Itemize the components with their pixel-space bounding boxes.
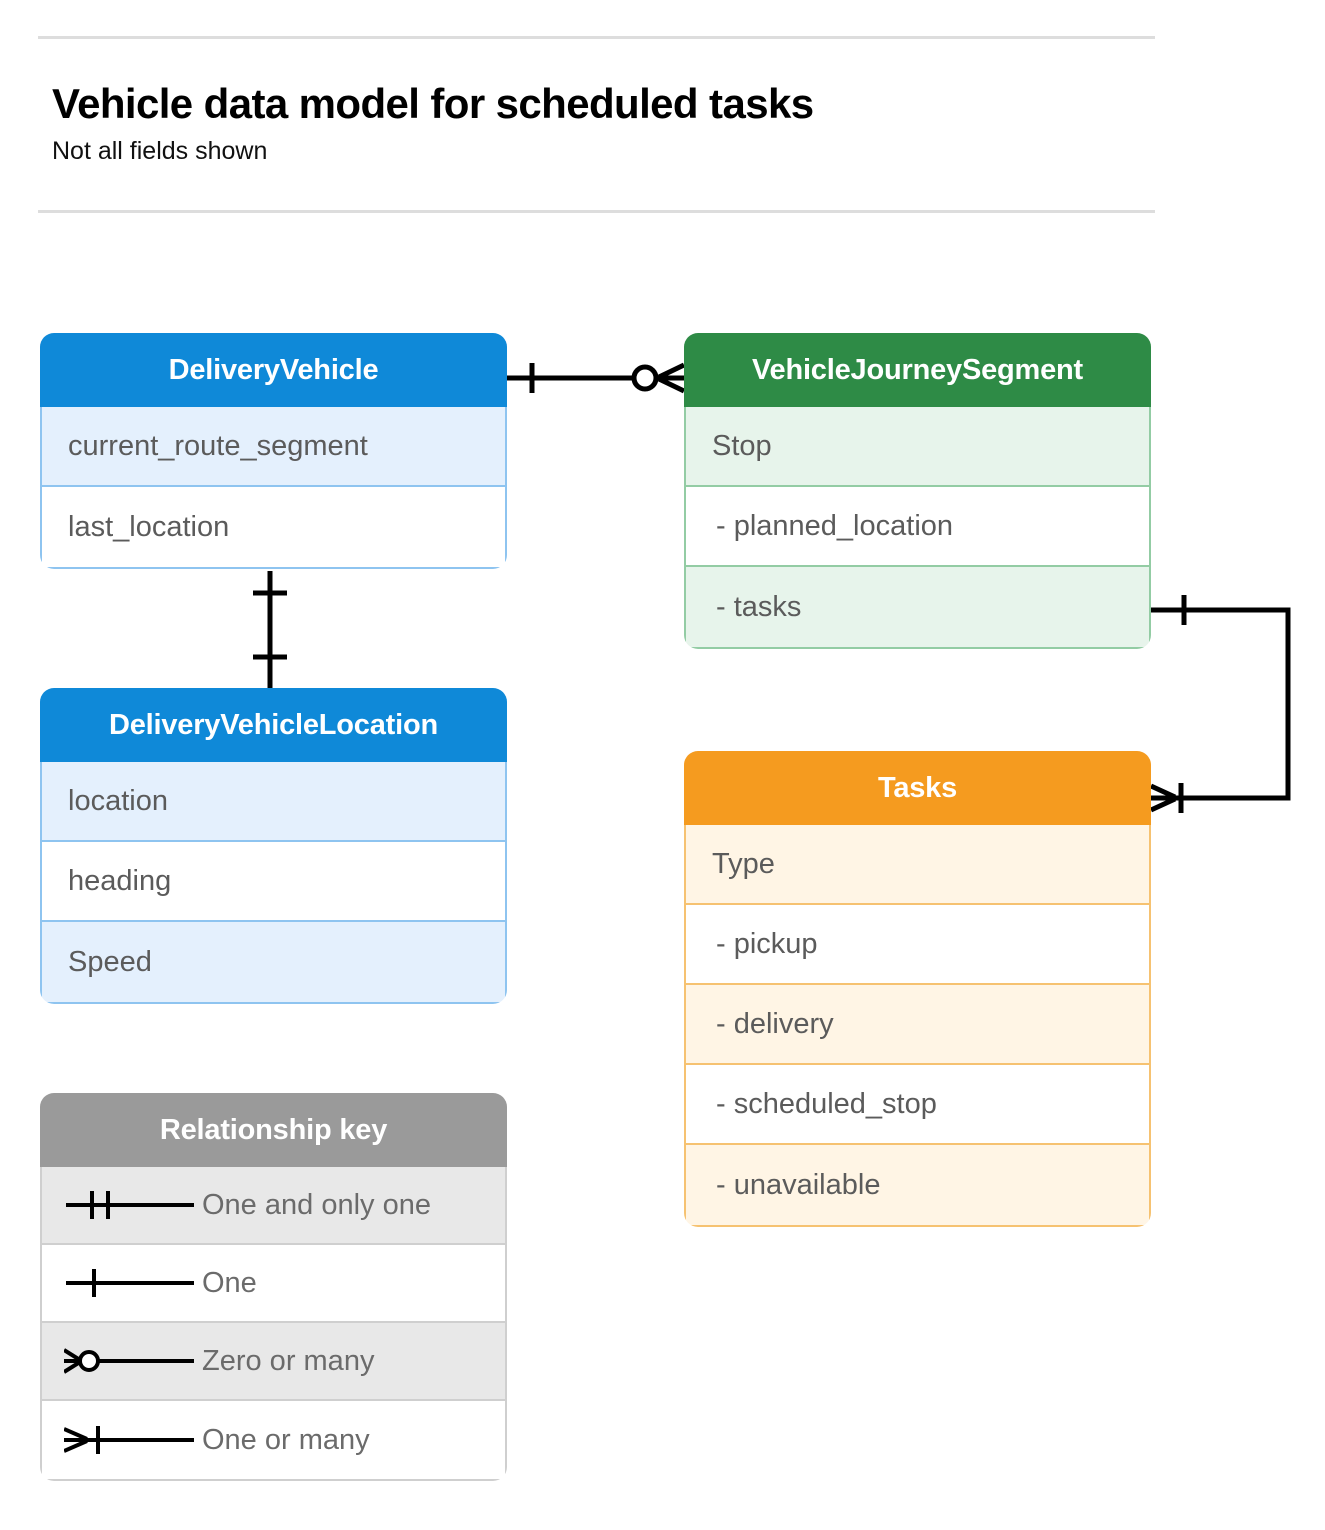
entity-tasks[interactable]: Tasks Type - pickup - delivery - schedul… [684,751,1151,1227]
entity-field-row[interactable]: - scheduled_stop [686,1065,1149,1145]
entity-rows-delivery-vehicle-location: location heading Speed [40,762,507,1004]
entity-delivery-vehicle-location[interactable]: DeliveryVehicleLocation location heading… [40,688,507,1004]
entity-delivery-vehicle[interactable]: DeliveryVehicle current_route_segment la… [40,333,507,569]
entity-field-row[interactable]: - planned_location [686,487,1149,567]
page-subtitle: Not all fields shown [52,137,268,166]
legend-title: Relationship key [40,1093,507,1167]
entity-field-row[interactable]: Stop [686,407,1149,487]
entity-header-delivery-vehicle: DeliveryVehicle [40,333,507,407]
entity-field-row[interactable]: current_route_segment [42,407,505,487]
entity-rows-vehicle-journey-segment: Stop - planned_location - tasks [684,407,1151,649]
one-and-only-one-icon [42,1185,202,1225]
relationship-key-legend: Relationship key One and only one [40,1093,507,1481]
entity-header-delivery-vehicle-location: DeliveryVehicleLocation [40,688,507,762]
entity-field-row[interactable]: location [42,762,505,842]
entity-field-row[interactable]: heading [42,842,505,922]
legend-item-one: One [42,1245,505,1323]
entity-vehicle-journey-segment[interactable]: VehicleJourneySegment Stop - planned_loc… [684,333,1151,649]
page-title: Vehicle data model for scheduled tasks [52,80,814,127]
legend-item-label: One or many [202,1423,370,1456]
connector-deliveryvehicle-deliveryvehiclelocation [253,571,287,688]
zero-or-many-icon [42,1341,202,1381]
one-icon [42,1263,202,1303]
entity-field-row[interactable]: - tasks [686,567,1149,647]
entity-field-row[interactable]: - pickup [686,905,1149,985]
page-header: Vehicle data model for scheduled tasks N… [38,36,1155,214]
entity-field-row[interactable]: - unavailable [686,1145,1149,1225]
entity-rows-tasks: Type - pickup - delivery - scheduled_sto… [684,825,1151,1227]
entity-field-row[interactable]: - delivery [686,985,1149,1065]
entity-header-vehicle-journey-segment: VehicleJourneySegment [684,333,1151,407]
one-or-many-icon [42,1420,202,1460]
entity-field-row[interactable]: last_location [42,487,505,567]
legend-item-one-or-many: One or many [42,1401,505,1479]
entity-field-row[interactable]: Speed [42,922,505,1002]
legend-rows: One and only one One [40,1167,507,1481]
legend-item-label: One [202,1266,257,1299]
entity-field-row[interactable]: Type [686,825,1149,905]
entity-rows-delivery-vehicle: current_route_segment last_location [40,407,507,569]
entity-header-tasks: Tasks [684,751,1151,825]
legend-item-label: One and only one [202,1188,431,1221]
header-rule-top [38,36,1155,39]
legend-item-one-and-only-one: One and only one [42,1167,505,1245]
connector-vehiclejourneysegment-tasks [1149,595,1291,813]
legend-item-zero-or-many: Zero or many [42,1323,505,1401]
connector-deliveryvehicle-vehiclejourneysegment [507,362,686,394]
header-rule-bottom [38,210,1155,214]
legend-item-label: Zero or many [202,1344,375,1377]
